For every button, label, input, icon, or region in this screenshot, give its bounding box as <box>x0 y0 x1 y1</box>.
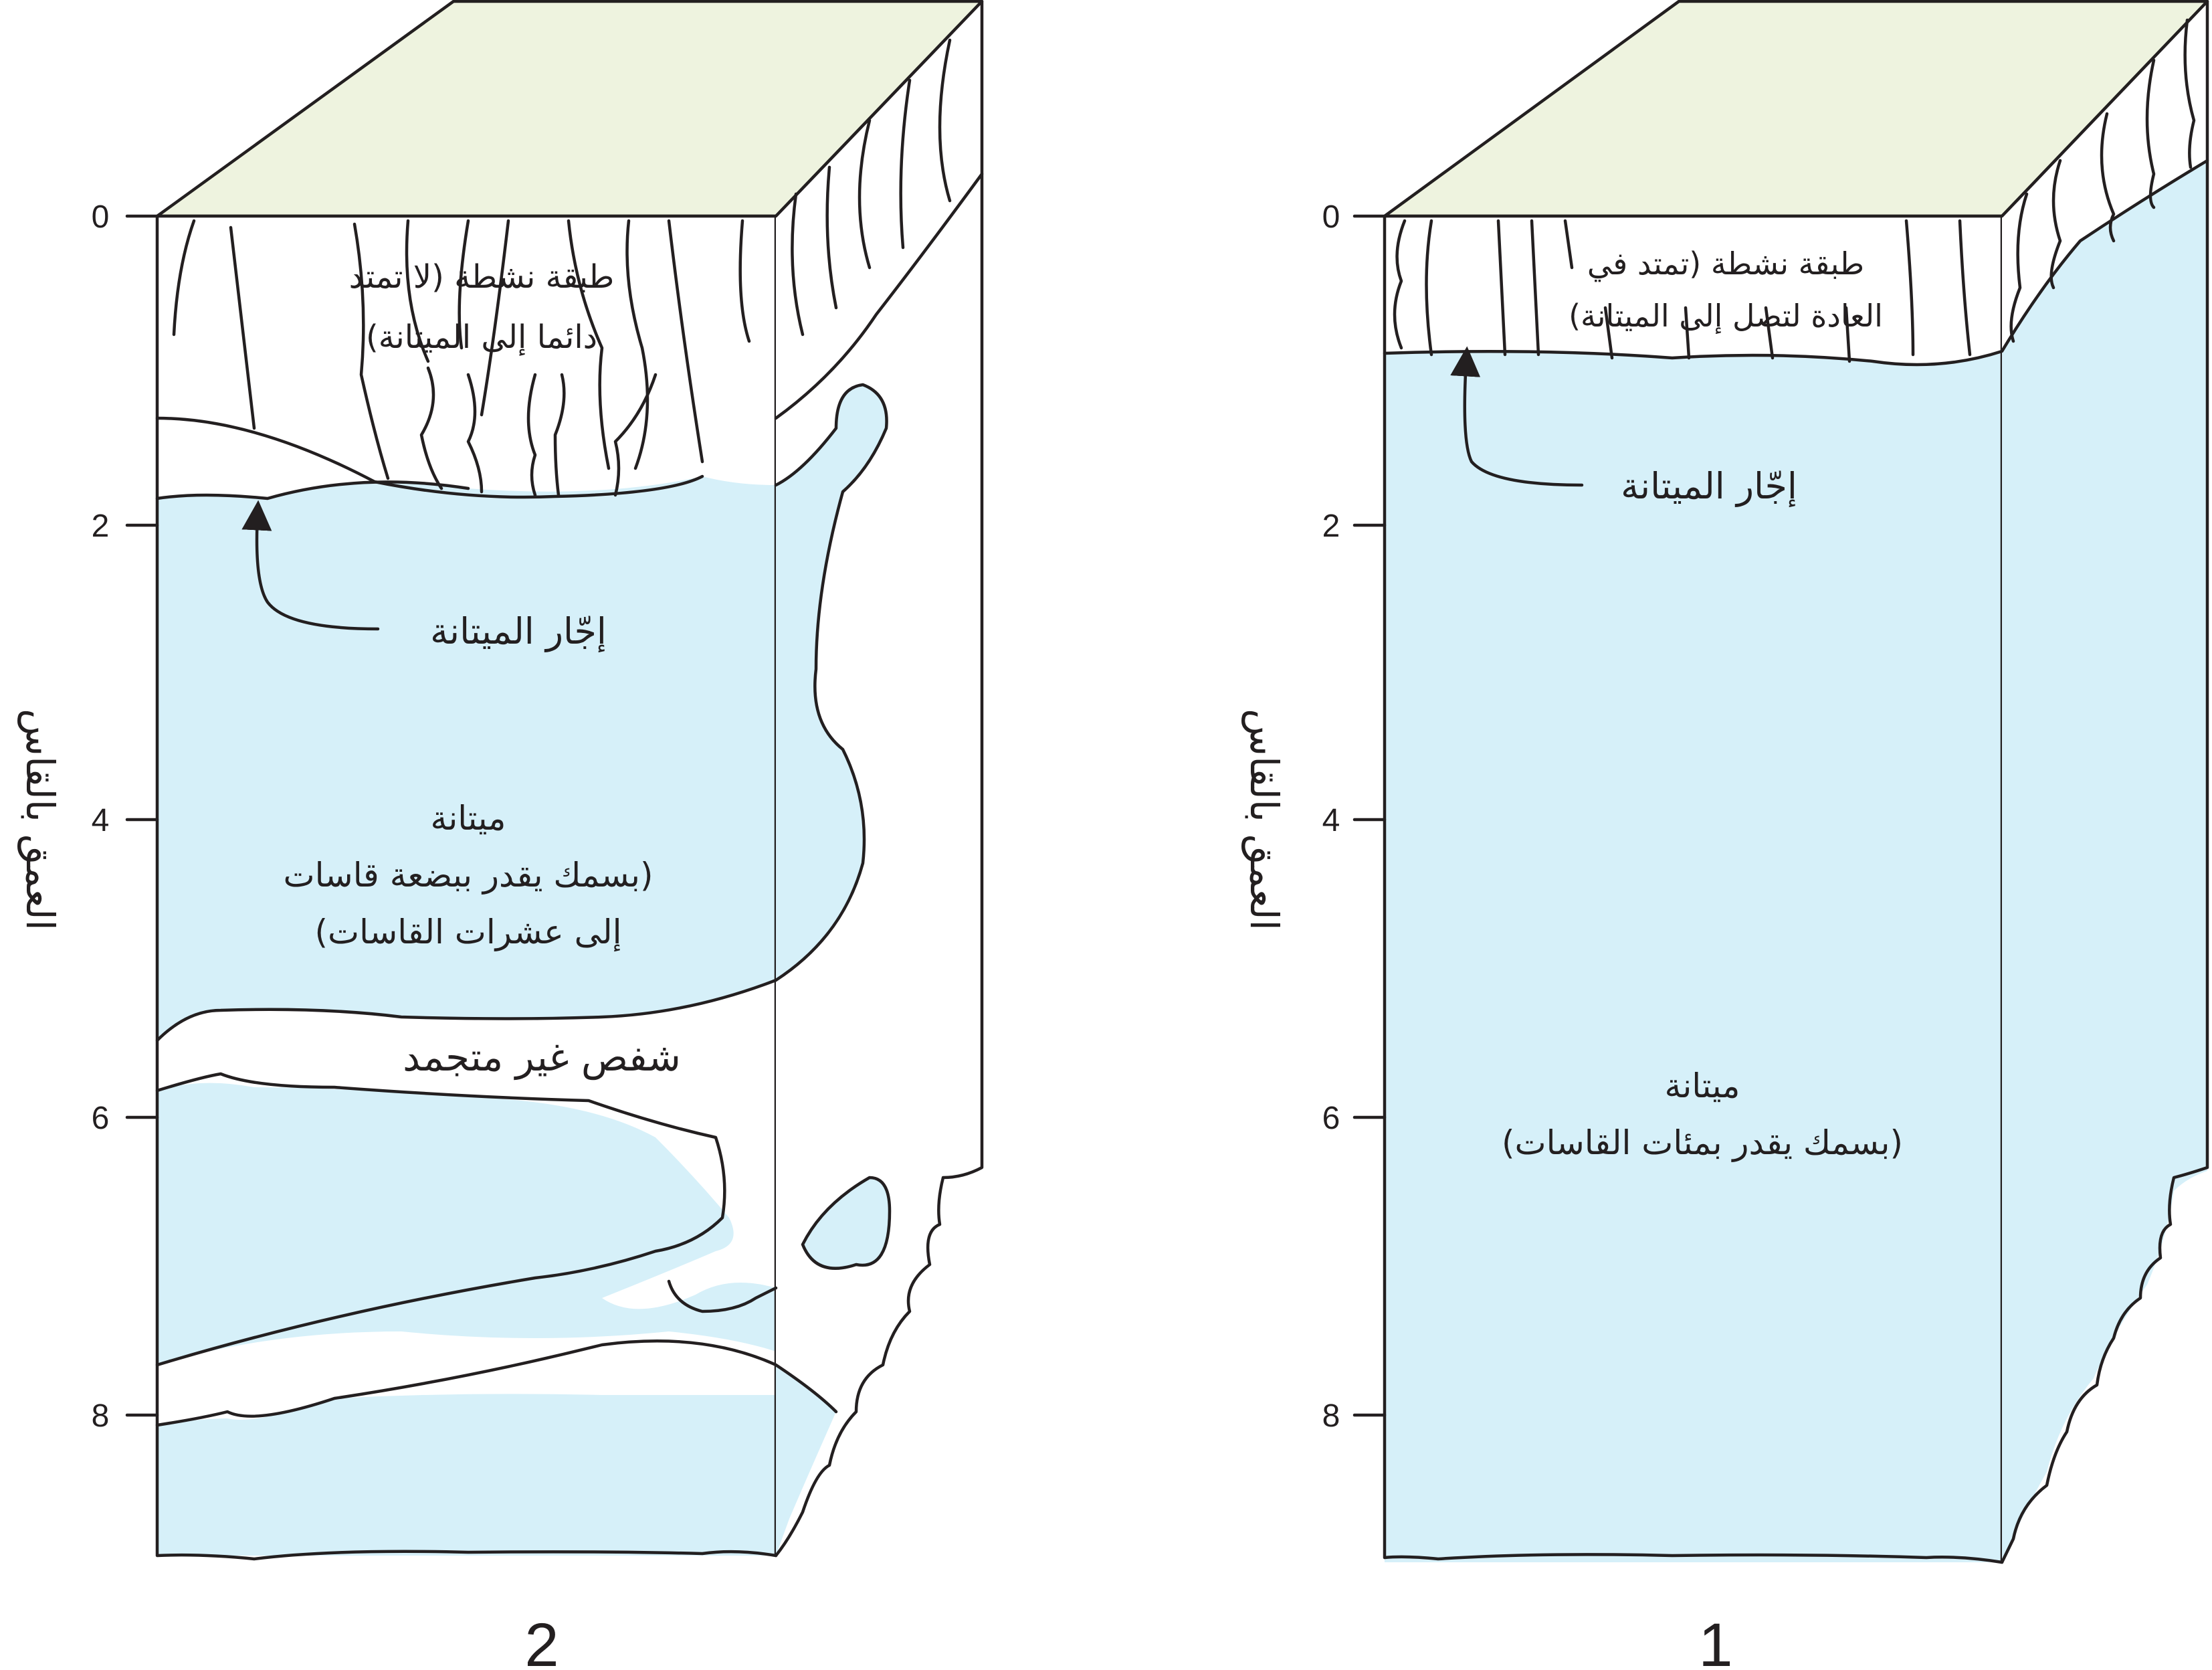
panel-2-active-base-line <box>155 416 704 499</box>
panel-1-permafrost-front <box>1385 351 2002 1562</box>
panel-2-axis-label: العمق بالقاس <box>17 709 63 930</box>
panel-1-tick-4: 4 <box>1322 803 1340 838</box>
panel-1-front-outline <box>1383 214 2004 1564</box>
panel-2-tick-8: 8 <box>92 1398 110 1434</box>
panel-1-active-texture <box>1393 219 1972 363</box>
panel-2-side-ice-lower <box>776 1365 836 1556</box>
panel-2-tick-0: 0 <box>92 199 110 235</box>
panel-2-permafrost-table-arrow <box>241 500 380 631</box>
panel-1-side-face <box>2002 1 2207 1562</box>
panel-2-active-layer-line-2: دائما إلى الميتانة) <box>366 318 597 356</box>
panel-2-tick-6: 6 <box>92 1101 110 1136</box>
panel-2-permafrost-line-3: إلى عشرات القاسات) <box>315 913 622 952</box>
panel-2-permafrost-line-1: ميتانة <box>431 799 506 838</box>
panel-2: 0 2 4 6 8 العمق بالقاس طبقة نشطة (لا تمت… <box>17 0 984 1670</box>
panel-2-active-texture <box>172 219 751 497</box>
panel-1-number: 1 <box>1698 1611 1732 1670</box>
panel-1-depth-axis: 0 2 4 6 8 العمق بالقاس <box>1241 199 1387 1434</box>
panel-2-tick-2: 2 <box>92 508 110 544</box>
panel-1-active-layer-line-1: طبقة نشطة (تمتد في <box>1587 246 1864 282</box>
panel-1-permafrost-table-arrow <box>1450 346 1584 487</box>
panel-1-axis-label: العمق بالقاس <box>1241 709 1287 930</box>
panel-1-permafrost-line-1: ميتانة <box>1665 1066 1740 1105</box>
panel-2-unfrozen-strip <box>157 980 776 1309</box>
panel-2-unfrozen-label: شفص غير متجمد <box>403 1034 681 1081</box>
panel-2-permafrost-table-label: إجّار الميتانة <box>430 610 607 652</box>
panel-2-permafrost-line-2: (بسمك يقدر ببضعة قاسات <box>284 856 653 895</box>
panel-1-tick-2: 2 <box>1322 508 1340 544</box>
panel-1-active-layer <box>1385 216 2002 365</box>
panel-1: 0 2 4 6 8 العمق بالقاس طبقة نشطة (تمتد ف… <box>1241 0 2209 1670</box>
panel-2-tick-4: 4 <box>92 803 110 838</box>
panel-2-side-ice-upper <box>776 385 887 980</box>
panel-2-number: 2 <box>524 1611 559 1670</box>
panel-1-permafrost-table-label: إجّار الميتانة <box>1621 465 1797 507</box>
panel-2-active-layer <box>157 216 776 498</box>
panel-2-front-outline <box>155 214 778 1561</box>
panel-1-tick-8: 8 <box>1322 1398 1340 1434</box>
panel-2-lower-unfrozen-strip <box>157 1331 776 1425</box>
panel-2-active-layer-line-1: طبقة نشطة (لا تمتد <box>349 258 615 296</box>
panel-1-tick-6: 6 <box>1322 1101 1340 1136</box>
panel-2-depth-axis: 0 2 4 6 8 العمق بالقاس <box>17 199 159 1434</box>
panel-1-active-layer-line-2: العادة لتصل إلى الميتانة) <box>1569 298 1883 334</box>
panel-1-permafrost-line-2: (بسمك يقدر بمئات القاسات) <box>1502 1123 1903 1162</box>
panel-1-tick-0: 0 <box>1322 199 1340 235</box>
panel-2-side-face <box>776 1 982 1556</box>
panel-2-side-ice-middle <box>803 1178 890 1269</box>
